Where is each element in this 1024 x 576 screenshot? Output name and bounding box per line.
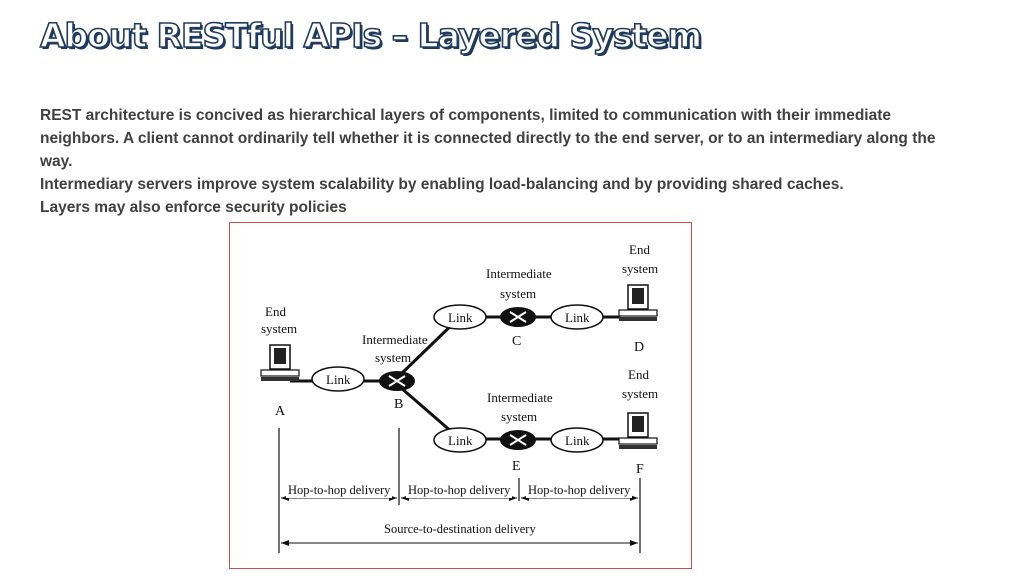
link-ab-label: Link [326, 372, 351, 387]
intermediate-system-c: Intermediate system C [486, 266, 552, 349]
router-e-icon [499, 429, 537, 451]
hop-delivery-3-label: Hop-to-hop delivery [528, 483, 631, 497]
end-system-a-label-2: system [261, 321, 297, 336]
end-system-f-label-2: system [622, 386, 658, 401]
link-be-label: Link [448, 433, 473, 448]
intermediate-e-label-2: system [501, 409, 537, 424]
intermediate-c-label-2: system [500, 286, 536, 301]
intermediate-system-b: Intermediate system B [362, 332, 428, 412]
intermediate-c-label-1: Intermediate [486, 266, 552, 281]
computer-a-icon [260, 344, 300, 382]
hop-delivery-2-label: Hop-to-hop delivery [408, 483, 511, 497]
diagram-canvas: End system A Link Intermediate system B … [260, 242, 658, 553]
end-system-f-label-1: End [628, 367, 649, 382]
link-be: Link [433, 427, 487, 453]
link-ef-label: Link [565, 433, 590, 448]
source-destination-label: Source-to-destination delivery [384, 522, 536, 536]
node-d-label: D [634, 340, 644, 355]
end-system-a-label-1: End [265, 304, 286, 319]
node-f-label: F [636, 462, 644, 477]
link-bc: Link [433, 304, 487, 330]
paragraph-architecture: REST architecture is concived as hierarc… [40, 107, 936, 170]
delivery-boundaries [278, 428, 641, 553]
node-c-label: C [512, 334, 521, 349]
node-b-label: B [394, 397, 403, 412]
intermediate-b-label-2: system [375, 350, 411, 365]
source-destination-delivery: Source-to-destination delivery [281, 520, 638, 546]
link-ef: Link [550, 427, 604, 453]
computer-f-icon [618, 412, 658, 450]
end-system-a: End system A [260, 304, 300, 419]
slide-body: REST architecture is concived as hierarc… [40, 104, 940, 219]
link-bc-label: Link [448, 310, 473, 325]
hop-delivery-3: Hop-to-hop delivery [521, 482, 638, 501]
hop-delivery-2: Hop-to-hop delivery [401, 482, 517, 501]
slide-title: About RESTful APIs – Layered System [39, 15, 703, 56]
end-system-f: End system F [618, 367, 658, 477]
hop-delivery-1-label: Hop-to-hop delivery [288, 483, 391, 497]
end-system-d: End system D [618, 242, 658, 355]
paragraph-security: Layers may also enforce security policie… [40, 199, 347, 216]
node-a-label: A [275, 404, 286, 419]
intermediate-e-label-1: Intermediate [487, 390, 553, 405]
hop-delivery-1: Hop-to-hop delivery [281, 482, 397, 501]
node-e-label: E [512, 459, 521, 474]
intermediate-system-e: Intermediate system E [487, 390, 553, 474]
link-cd: Link [550, 304, 604, 330]
link-ab: Link [311, 366, 365, 392]
computer-d-icon [618, 284, 658, 322]
router-c-icon [499, 306, 537, 328]
intermediate-b-label-1: Intermediate [362, 332, 428, 347]
router-b-icon [378, 370, 416, 392]
end-system-d-label-1: End [629, 242, 650, 257]
end-system-d-label-2: system [622, 261, 658, 276]
link-cd-label: Link [565, 310, 590, 325]
paragraph-scalability: Intermediary servers improve system scal… [40, 176, 844, 193]
layered-network-diagram: End system A Link Intermediate system B … [229, 222, 692, 569]
